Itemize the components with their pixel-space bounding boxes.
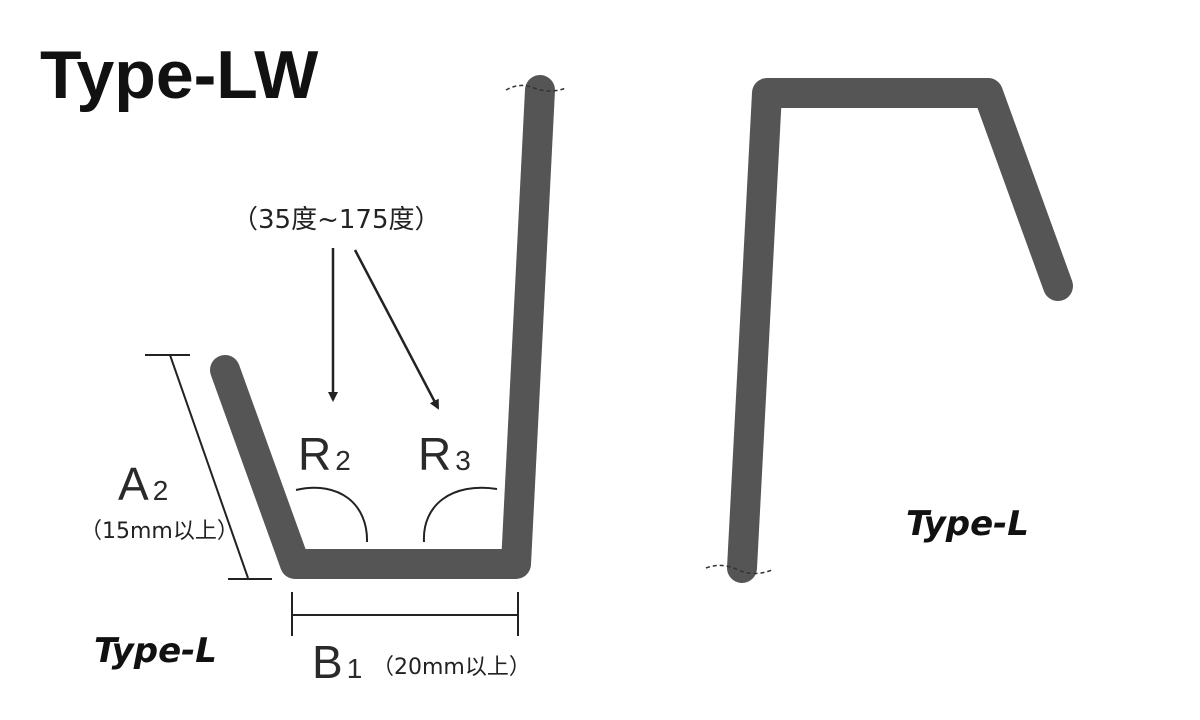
profile-break-top xyxy=(505,84,567,92)
profile-break-bottom xyxy=(705,564,773,575)
a2-letter: A xyxy=(118,458,149,510)
l-profile-shape xyxy=(727,78,1073,583)
r3-angle-arc xyxy=(422,486,498,543)
angle-range-label: （35度~175度） xyxy=(232,205,441,235)
a2-subscript: 2 xyxy=(153,475,169,506)
a2-dimension-line xyxy=(169,354,249,579)
a2-note: （15mm以上） xyxy=(80,519,239,544)
r2-subscript: 2 xyxy=(335,445,351,476)
lw-profile-shape xyxy=(210,75,555,579)
r3-subscript: 3 xyxy=(455,445,471,476)
b1-letter: B xyxy=(312,636,343,688)
type-l-tag-right: Type-L xyxy=(906,504,1029,544)
arrow-to-r3 xyxy=(353,249,440,410)
type-l-tag-left: Type-L xyxy=(94,631,217,671)
b1-subscript: 1 xyxy=(347,653,363,684)
diagram-title: Type-LW xyxy=(40,37,319,113)
b1-note: （20mm以上） xyxy=(372,655,531,680)
r2-letter: R xyxy=(298,428,331,480)
r2-angle-arc xyxy=(295,486,369,543)
r3-letter: R xyxy=(418,428,451,480)
